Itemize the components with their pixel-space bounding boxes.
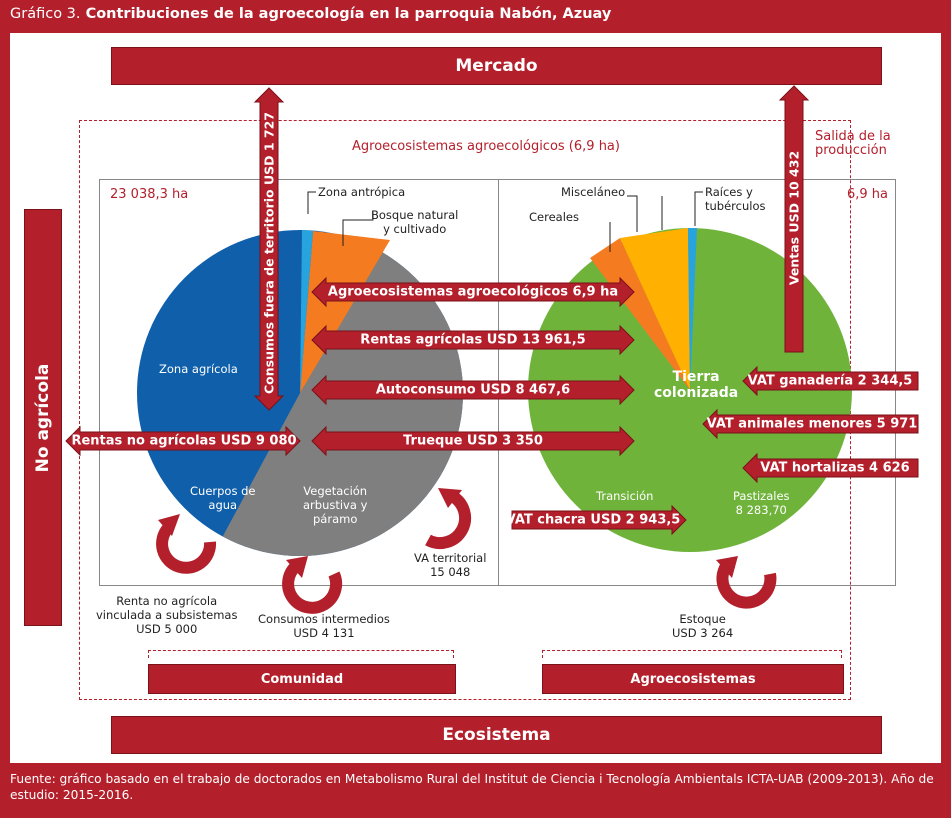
community-label: Comunidad bbox=[260, 671, 344, 687]
agroecosystems-label: Agroecosistemas bbox=[630, 671, 756, 687]
pie-slice-cereals bbox=[590, 238, 690, 390]
arrow-vat-small-animals bbox=[702, 408, 919, 440]
arrow-consumption-outside-label: Consumos fuera de territorio USD 1 727 bbox=[261, 112, 277, 394]
leader-lines bbox=[307, 191, 703, 252]
arrow-agro-area-label: Agroecosistemas agroecológicos 6,9 ha bbox=[327, 284, 619, 300]
community-bracket bbox=[148, 650, 454, 658]
arrow-self-consumption bbox=[311, 374, 635, 406]
label-agricultural: Zona agrícola bbox=[159, 362, 238, 376]
label-forest: Bosque natural y cultivado bbox=[371, 208, 459, 236]
figure-number: Gráfico 3. bbox=[10, 6, 81, 22]
label-colonized: Tierra colonizada bbox=[654, 369, 739, 401]
right-area-label: 6,9 ha bbox=[847, 187, 889, 202]
label-roots: Raíces y tubérculos bbox=[705, 185, 766, 213]
agroecosystems-bracket bbox=[542, 650, 842, 658]
cycle-stock bbox=[716, 562, 777, 609]
cycle-va-territorial bbox=[425, 490, 471, 550]
label-vegetation: Vegetación arbustiva y páramo bbox=[303, 484, 368, 526]
market-label: Mercado bbox=[455, 56, 538, 76]
left-area-label: 23 038,3 ha bbox=[110, 187, 189, 202]
exit-production-label: Salida de la producción bbox=[815, 129, 891, 158]
arrow-barter-label: Trueque USD 3 350 bbox=[403, 433, 543, 449]
arrow-sales-label: Ventas USD 10 432 bbox=[786, 150, 802, 286]
label-non-ag-rent: Renta no agrícola vinculada a subsistema… bbox=[96, 594, 238, 636]
ecosystem-label: Ecosistema bbox=[442, 725, 551, 745]
arrow-vat-livestock bbox=[742, 365, 919, 397]
arrow-consumption-outside bbox=[253, 87, 285, 411]
figure-title-text: Contribuciones de la agroecología en la … bbox=[85, 6, 612, 22]
cycle-arrowheads bbox=[158, 488, 738, 578]
label-water: Cuerpos de agua bbox=[190, 484, 256, 512]
arrow-self-consumption-label: Autoconsumo USD 8 467,6 bbox=[375, 382, 571, 398]
cycle-water bbox=[156, 524, 217, 574]
label-transition: Transición bbox=[596, 489, 654, 503]
arrow-vat-chacra-label: VAT chacra USD 2 943,5 bbox=[505, 512, 681, 528]
community-band: Comunidad bbox=[148, 664, 456, 694]
arrow-sales bbox=[778, 85, 810, 353]
non-agricultural-band: No agrícola bbox=[24, 209, 62, 626]
arrow-agro-area bbox=[311, 276, 635, 308]
source-note: Fuente: gráfico basado en el trabajo de … bbox=[10, 772, 934, 802]
arrow-barter bbox=[311, 425, 635, 457]
pie-slice-misc bbox=[620, 228, 690, 390]
arrow-vat-vegetables-label: VAT hortalizas 4 626 bbox=[760, 460, 910, 476]
arrow-vat-small-animals-label: VAT animales menores 5 971 bbox=[706, 416, 918, 432]
label-stock: Estoque USD 3 264 bbox=[672, 612, 734, 640]
left-pie bbox=[137, 230, 463, 556]
agro-title: Agroecosistemas agroecológicos (6,9 ha) bbox=[352, 139, 620, 154]
arrow-vat-chacra bbox=[511, 504, 687, 536]
label-misc: Misceláneo bbox=[561, 185, 626, 199]
pie-slice-forest bbox=[300, 231, 390, 393]
label-anthropic: Zona antrópica bbox=[318, 185, 406, 199]
label-va-territorial: VA territorial 15 048 bbox=[414, 551, 487, 579]
label-cereals: Cereales bbox=[529, 210, 579, 224]
ecosystem-band: Ecosistema bbox=[111, 716, 882, 754]
cycle-arrows bbox=[156, 490, 777, 614]
flow-arrows bbox=[65, 85, 919, 536]
figure-title: Gráfico 3. Contribuciones de la agroecol… bbox=[10, 6, 611, 22]
label-pastures: Pastizales 8 283,70 bbox=[733, 489, 790, 517]
cycle-intermediate bbox=[282, 561, 343, 614]
label-intermediate: Consumos intermedios USD 4 131 bbox=[258, 612, 390, 640]
pie-slice-anthropic bbox=[300, 230, 313, 393]
arrow-vat-vegetables bbox=[742, 452, 919, 484]
arrow-vat-livestock-label: VAT ganadería 2 344,5 bbox=[747, 373, 913, 389]
arrow-non-ag-rents bbox=[65, 425, 301, 457]
arrow-ag-rents bbox=[311, 324, 635, 356]
market-band: Mercado bbox=[111, 47, 882, 85]
arrow-non-ag-rents-label: Rentas no agrícolas USD 9 080 bbox=[71, 433, 297, 449]
arrow-ag-rents-label: Rentas agrícolas USD 13 961,5 bbox=[360, 332, 586, 348]
agroecosystems-band: Agroecosistemas bbox=[542, 664, 844, 694]
pie-slice-roots bbox=[688, 228, 697, 390]
